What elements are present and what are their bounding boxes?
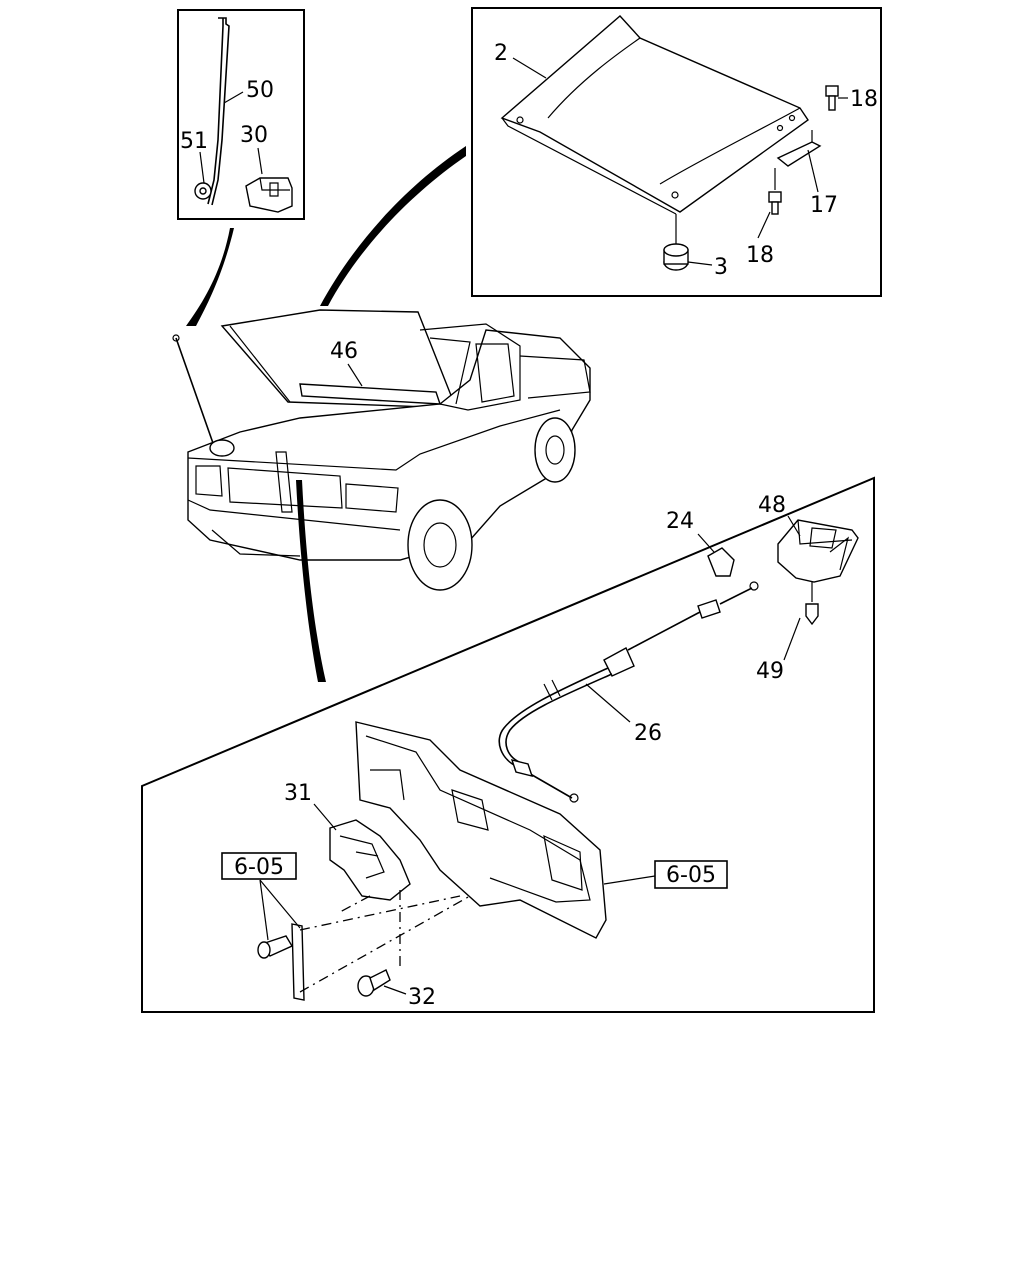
inset-hood-panel <box>471 7 882 297</box>
callout-32: 32 <box>408 985 436 1010</box>
callout-17: 17 <box>810 193 838 218</box>
vehicle-outline <box>172 309 591 591</box>
callout-30: 30 <box>240 123 268 148</box>
connector-arc-right <box>320 146 466 306</box>
rear-wheel <box>534 417 576 483</box>
hinge-bolt-lower <box>768 168 782 215</box>
callout-46: 46 <box>330 339 358 364</box>
hood-hinge <box>776 141 822 167</box>
grommet-part <box>194 182 212 200</box>
cable-clip <box>697 533 735 577</box>
reference-box-right[interactable]: 6-05 <box>654 860 728 889</box>
radiator-support <box>355 721 607 939</box>
hood-bumper <box>663 214 689 271</box>
callout-50: 50 <box>246 78 274 103</box>
inset-hood-latch <box>141 476 875 1013</box>
callout-2: 2 <box>494 41 508 66</box>
callout-49: 49 <box>756 659 784 684</box>
connector-arc-bottom <box>296 480 326 682</box>
reference-label-left: 6-05 <box>234 855 284 880</box>
reference-box-left[interactable]: 6-05 <box>221 852 297 880</box>
hood-panel <box>500 15 809 213</box>
hinge-bolt-upper <box>825 85 839 111</box>
rod-clip-part <box>245 177 293 213</box>
reference-label-right: 6-05 <box>666 863 716 888</box>
inset-frame-hood <box>471 7 882 297</box>
release-handle <box>777 515 859 583</box>
open-hood <box>220 309 458 409</box>
front-wheel <box>407 499 473 591</box>
callout-24: 24 <box>666 509 694 534</box>
latch-striker <box>257 923 305 1001</box>
hood-insulator <box>299 363 441 405</box>
inset-frame-latch <box>141 476 875 1013</box>
callout-26: 26 <box>634 721 662 746</box>
release-cable <box>498 581 759 803</box>
inset-hood-prop-rod <box>177 9 305 220</box>
callout-31: 31 <box>284 781 312 806</box>
connector-arc-left <box>186 228 234 326</box>
callout-18-lower: 18 <box>746 243 774 268</box>
callout-18-upper: 18 <box>850 87 878 112</box>
latch-bolt <box>357 969 407 997</box>
prop-rod <box>211 17 230 206</box>
hood-latch <box>313 803 411 901</box>
handle-screw <box>783 582 819 661</box>
callout-51: 51 <box>180 129 208 154</box>
callout-48: 48 <box>758 493 786 518</box>
inset-frame-prop-rod <box>177 9 305 220</box>
callout-3: 3 <box>714 255 728 280</box>
